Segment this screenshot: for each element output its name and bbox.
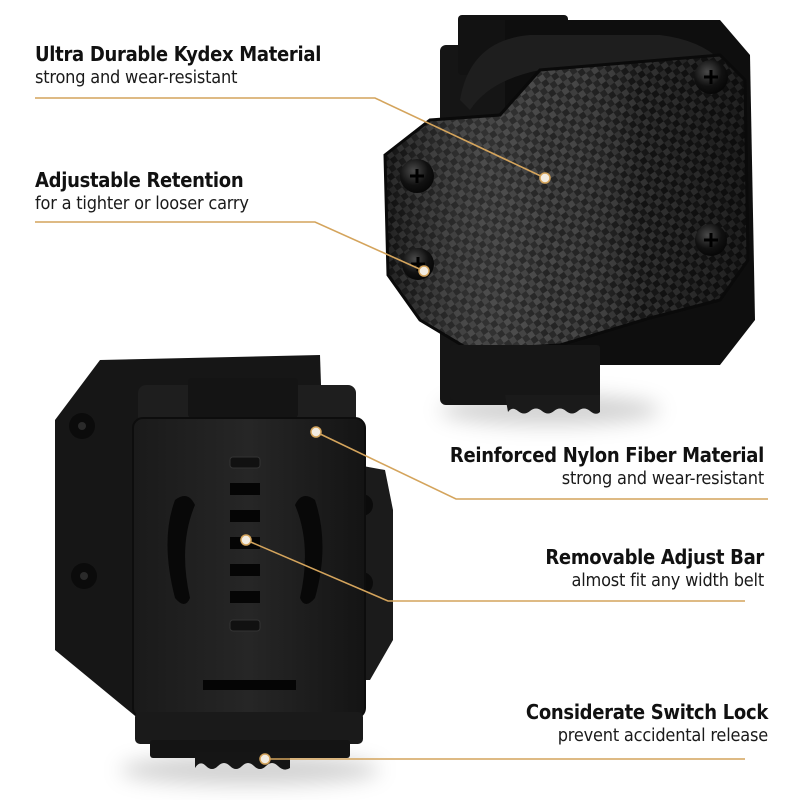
callout-switch-lock: Considerate Switch Lock prevent accident… [526,700,768,748]
callout-title: Ultra Durable Kydex Material [35,42,322,66]
hotspot-dot-nylon [310,426,322,438]
callout-title: Adjustable Retention [35,168,244,192]
callout-title: Considerate Switch Lock [525,700,768,724]
callout-subtitle: almost fit any width belt [571,570,765,591]
callout-title: Reinforced Nylon Fiber Material [449,443,764,467]
leader-line-nylon [315,431,768,500]
callout-retention: Adjustable Retention for a tighter or lo… [35,168,249,216]
callout-subtitle: strong and wear-resistant [35,67,238,88]
leader-line-kydex [35,97,546,179]
leader-line-adjust-bar [245,539,745,602]
callout-kydex: Ultra Durable Kydex Material strong and … [35,42,321,90]
callout-subtitle: prevent accidental release [557,725,768,746]
hotspot-dot-adjust-bar [240,534,252,546]
hotspot-dot-kydex [539,172,551,184]
leader-line-retention [35,221,425,272]
callout-title: Removable Adjust Bar [545,545,764,569]
hotspot-dot-retention [418,265,430,277]
callout-subtitle: for a tighter or looser carry [35,193,249,214]
callout-subtitle: strong and wear-resistant [561,468,764,489]
callout-nylon: Reinforced Nylon Fiber Material strong a… [450,443,764,491]
hotspot-dot-switch-lock [259,753,271,765]
callout-adjust-bar: Removable Adjust Bar almost fit any widt… [545,545,764,593]
